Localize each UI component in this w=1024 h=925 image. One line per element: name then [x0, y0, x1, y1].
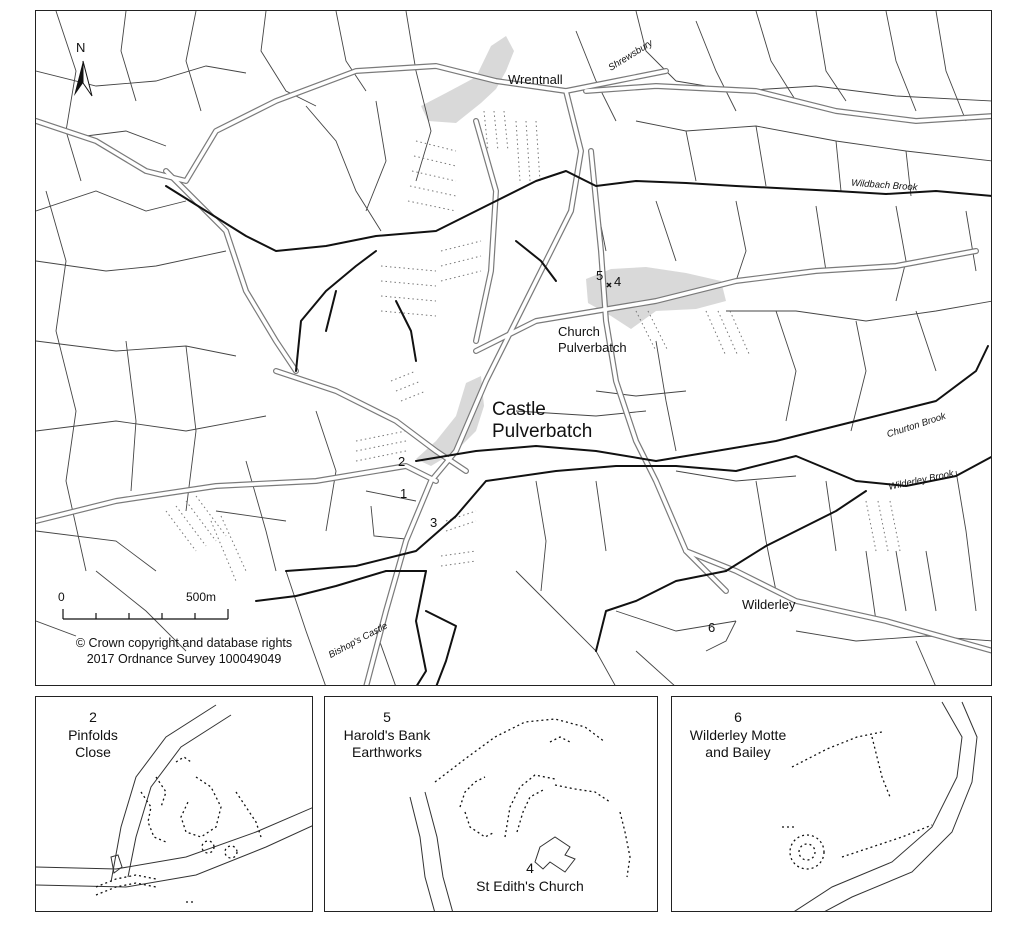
scale-start-label: 0	[58, 590, 65, 604]
map-canvas	[36, 11, 991, 685]
inset-5-number: 5	[383, 709, 391, 725]
north-label: N	[76, 40, 86, 55]
copyright-notice: © Crown copyright and database rights 20…	[56, 635, 312, 668]
inset-2-title-line2: Close	[75, 744, 111, 760]
inset-pinfolds-close: 2 Pinfolds Close	[35, 696, 313, 912]
scale-bar	[62, 609, 229, 620]
inset-2-canvas	[36, 704, 312, 903]
scale-end-label: 500m	[186, 590, 217, 604]
wildbach-brook	[165, 170, 991, 252]
north-arrow-icon	[74, 60, 93, 97]
inset-5-title: 5 Harold's Bank Earthworks	[331, 709, 443, 762]
field-boundaries	[36, 11, 991, 685]
inset-2-title-line1: Pinfolds	[68, 726, 118, 743]
inset-6-canvas	[782, 701, 978, 911]
brooks	[165, 170, 991, 685]
site-number-6: 6	[708, 620, 716, 635]
inset-6-number: 6	[734, 709, 742, 725]
inset-harolds-bank: 5 Harold's Bank Earthworks 4 St Edith's …	[324, 696, 658, 912]
main-map: N Wrentnall Shrewsbury Wildbach Brook 5 …	[35, 10, 992, 686]
settlement-castle-pulverbatch	[416, 376, 484, 466]
site-number-2: 2	[398, 454, 406, 469]
place-church-pulverbatch-line1: Church	[558, 324, 600, 339]
copyright-line-1: © Crown copyright and database rights	[75, 636, 293, 650]
inset-5-title-line1: Harold's Bank	[343, 726, 431, 743]
site-number-4: 4	[614, 274, 622, 289]
ridge-and-furrow	[165, 110, 901, 582]
st-ediths-church-outline	[534, 836, 576, 873]
site-number-3: 3	[430, 515, 438, 530]
inset-church-number: 4	[526, 860, 534, 876]
inset-2-number: 2	[89, 709, 97, 725]
inset-2-title: 2 Pinfolds Close	[54, 709, 132, 762]
place-wilderley: Wilderley	[742, 597, 796, 612]
place-wrentnall: Wrentnall	[508, 72, 563, 87]
wilderley-brook	[285, 455, 991, 572]
place-castle-pulverbatch-line2: Pulverbatch	[492, 421, 593, 442]
copyright-line-2: 2017 Ordnance Survey 100049049	[86, 652, 282, 667]
site-number-5: 5	[596, 268, 604, 283]
place-church-pulverbatch-line2: Pulverbatch	[558, 340, 627, 355]
site-number-1: 1	[400, 486, 408, 501]
site-4-marker	[606, 282, 612, 288]
inset-6-title: 6 Wilderley Motte and Bailey	[678, 709, 798, 762]
inset-church-label: St Edith's Church	[476, 877, 584, 894]
roads	[36, 63, 991, 685]
inset-church-caption: 4 St Edith's Church	[465, 860, 595, 895]
inset-5-canvas	[409, 718, 631, 911]
inset-5-title-line2: Earthworks	[351, 744, 423, 760]
place-castle-pulverbatch-line1: Castle	[492, 399, 546, 420]
inset-wilderley-motte: 6 Wilderley Motte and Bailey	[671, 696, 992, 912]
churton-brook	[415, 345, 989, 462]
inset-6-title-line2: and Bailey	[705, 744, 771, 760]
settlement-wrentnall	[421, 36, 514, 123]
inset-6-title-line1: Wilderley Motte	[689, 726, 787, 743]
